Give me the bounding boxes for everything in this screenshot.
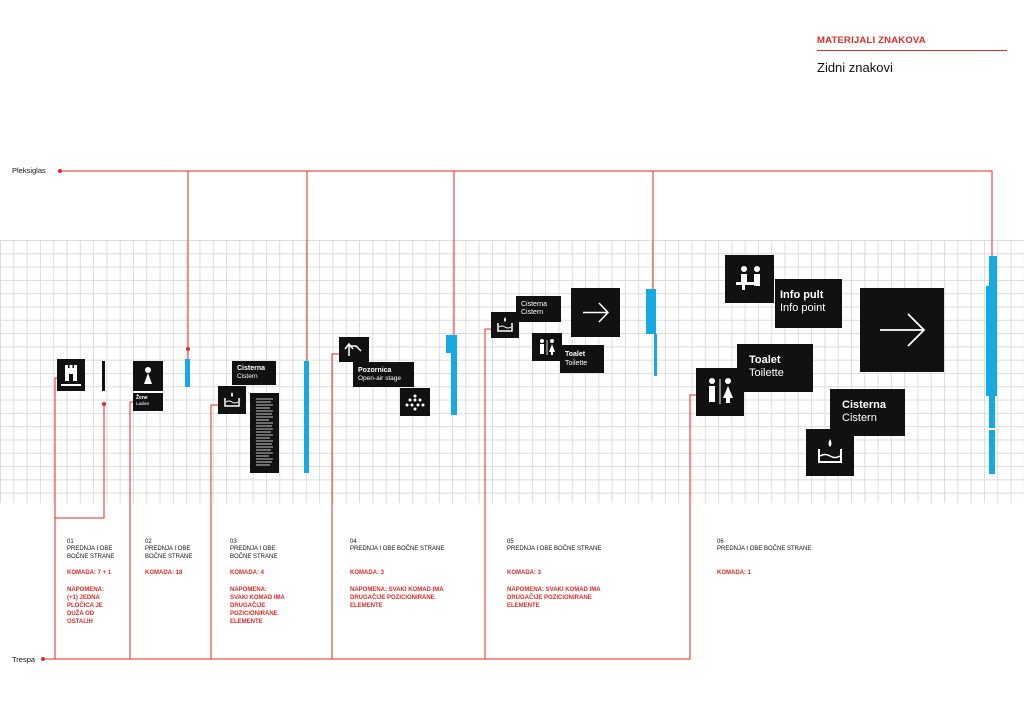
sign-06-cistern-icon-plate	[806, 429, 854, 476]
item-04-info: 04 PREDNJA I OBE BOČNE STRANE KOMADA: 3 …	[350, 539, 470, 610]
sign-04-label-plate: Pozornica Open-air stage	[353, 362, 414, 387]
plexi-profile-04b	[451, 353, 457, 415]
sign-05-subtitle: Cistern	[521, 309, 544, 316]
item-number: 06	[717, 539, 724, 545]
item-quantity: KOMADA: 18	[145, 570, 183, 576]
item-05-info: 05 PREDNJA I OBE BOČNE STRANE KOMADA: 3 …	[507, 539, 627, 610]
sign-05-arrow-plate	[571, 288, 620, 337]
item-quantity: KOMADA: 3	[350, 570, 384, 576]
plexi-profile-05a	[646, 289, 656, 334]
sign-01-long-plate	[102, 361, 105, 391]
sign-03-title: Cisterna	[237, 365, 266, 372]
sign-05-label-plate: Cisterna Cistern	[516, 296, 561, 322]
sign-04-icon-plate	[400, 388, 430, 416]
item-number: 02	[145, 539, 152, 545]
plexi-profile-06c	[989, 396, 995, 428]
item-number: 03	[230, 539, 237, 545]
plexi-profile-06d	[989, 430, 995, 474]
sign-06-toilet-subtitle: Toilette	[749, 367, 784, 379]
sign-06-cistern-subtitle: Cistern	[842, 412, 877, 424]
item-description: PREDNJA I OBE BOČNE STRANE	[717, 546, 812, 552]
material-label-pleksiglas: Pleksiglas	[12, 166, 46, 175]
pleksiglas-leader	[60, 170, 993, 258]
sign-06-toilet-icon-plate	[696, 368, 744, 416]
item-description: PREDNJA I OBE BOČNE STRANE	[350, 546, 445, 552]
item-description: PREDNJA I OBE BOČNE STRANE	[230, 546, 278, 560]
item-03-info: 03 PREDNJA I OBE BOČNE STRANE KOMADA: 4 …	[230, 539, 300, 626]
toilet-icon	[540, 339, 555, 355]
sign-04-title: Pozornica	[358, 367, 392, 374]
page-title: Zidni znakovi	[817, 60, 893, 75]
sign-02-icon-plate	[133, 361, 163, 391]
sign-05-title: Cisterna	[521, 301, 548, 308]
item-quantity: KOMADA: 3	[507, 570, 541, 576]
sign-06-cistern-label-plate: Cisterna Cistern	[830, 389, 905, 436]
plexi-profile-06a	[989, 256, 997, 286]
cistern-icon	[818, 439, 842, 463]
section-title: MATERIJALI ZNAKOVA	[817, 35, 926, 46]
cistern-icon	[224, 392, 240, 407]
turn-arrow-icon	[344, 342, 362, 356]
sign-02-label1: Žene	[136, 395, 148, 401]
toilet-icon	[709, 378, 733, 404]
sign-03-subtitle: Cistern	[237, 373, 258, 380]
sign-06-cistern-title: Cisterna	[842, 399, 887, 411]
plexi-profile-05b	[654, 334, 657, 376]
item-number: 05	[507, 539, 514, 545]
sign-05-toilet-icon-plate	[532, 333, 562, 361]
sign-04-arrow-plate	[339, 337, 369, 362]
sign-02-label2: Ladies	[136, 401, 150, 406]
item-quantity: KOMADA: 4	[230, 570, 264, 576]
item-quantity: KOMADA: 7 + 1	[67, 570, 112, 576]
item-01-info: 01 PREDNJA I OBE BOČNE STRANE KOMADA: 7 …	[67, 539, 127, 626]
sign-01-castle	[57, 359, 85, 391]
header-divider	[817, 50, 1007, 51]
sign-06-arrow-plate	[860, 288, 944, 372]
sign-05-toilet-label-plate: Toalet Toilette	[560, 345, 604, 373]
sign-06-info-icon-plate	[725, 255, 774, 303]
item-06-info: 06 PREDNJA I OBE BOČNE STRANE KOMADA: 1	[717, 539, 837, 576]
trespa-leader	[43, 394, 700, 660]
sign-03-label-plate: Cisterna Cistern	[232, 361, 276, 385]
sign-02-label-plate: Žene Ladies	[133, 393, 163, 411]
sign-06-toilet-label-plate: Toalet Toilette	[737, 344, 813, 392]
item-02-info: 02 PREDNJA I OBE BOČNE STRANE KOMADA: 18	[145, 539, 205, 576]
plexi-profile-04a	[446, 335, 457, 353]
sign-03-icon-plate	[218, 386, 246, 414]
item-description: PREDNJA I OBE BOČNE STRANE	[145, 546, 193, 560]
plexi-profile-02	[185, 359, 190, 387]
sign-05-cistern-plate	[491, 312, 519, 338]
item-description: PREDNJA I OBE BOČNE STRANE	[67, 546, 115, 560]
arrow-right-icon	[880, 313, 926, 347]
sign-06-info-title: Info pult	[780, 289, 824, 301]
text-lines-icon	[256, 398, 273, 466]
sign-05-toilet-title: Toalet	[565, 351, 586, 358]
sign-06-info-label-plate: Info pult Info point	[775, 279, 842, 328]
sign-05-toilet-subtitle: Toilette	[565, 360, 588, 367]
material-label-trespa: Trespa	[12, 655, 36, 664]
item-note: NAPOMENA: SVAKI KOMAD IMA DRUGAČIJE POZI…	[507, 587, 601, 609]
item-note: NAPOMENA: (+1) JEDNA PLOČICA JE DUŽA OD …	[67, 587, 104, 625]
castle-icon	[61, 365, 81, 386]
sign-03-text-panel	[250, 393, 279, 473]
item-note: NAPOMENA: SVAKI KOMAD IMA DRUGAČIJE POZI…	[350, 587, 444, 609]
item-note: NAPOMENA: SVAKI KOMAD IMA DRUGAČIJE POZI…	[230, 587, 285, 625]
item-quantity: KOMADA: 1	[717, 570, 751, 576]
cistern-icon	[497, 317, 513, 332]
item-number: 04	[350, 539, 357, 545]
sign-06-toilet-title: Toalet	[749, 354, 781, 366]
item-number: 01	[67, 539, 74, 545]
plexi-profile-06b	[986, 286, 997, 396]
plexi-profile-03	[304, 361, 309, 473]
woman-icon	[144, 367, 152, 384]
arrow-right-icon	[583, 302, 610, 323]
item-description: PREDNJA I OBE BOČNE STRANE	[507, 546, 602, 552]
stage-icon	[405, 394, 425, 411]
sign-04-subtitle: Open-air stage	[358, 375, 401, 382]
info-desk-icon	[736, 266, 760, 290]
sign-06-info-subtitle: Info point	[780, 302, 826, 314]
